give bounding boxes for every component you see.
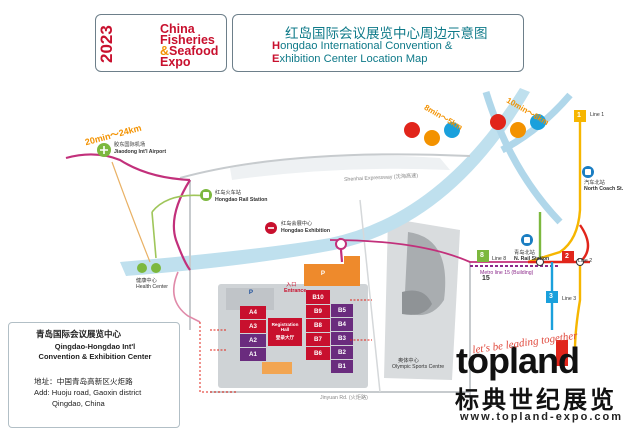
address-en-2: Qingdao, China (52, 399, 105, 408)
hall-a4-shape (240, 306, 266, 319)
huoju-road-label: Jinyuan Rd. (火炬路) (320, 395, 368, 401)
city-icon-1 (404, 122, 420, 138)
hall-a3: A3 (249, 323, 257, 330)
title-en-line2: xhibition Center Location Map (279, 53, 428, 65)
city-icon-5 (510, 122, 526, 138)
hall-a4: A4 (249, 309, 257, 316)
airport-label-en: Jiaodong Int'l Airport (114, 149, 167, 155)
hall-b7: B7 (314, 336, 322, 343)
line2-num: 2 (565, 253, 569, 260)
logo-panel (95, 14, 227, 72)
brand-line-1: China (160, 22, 195, 36)
address-cn: 地址：中国青岛高新区火炬路 (34, 377, 133, 386)
venue-name-en-1: Qingdao-Hongdao Int'l (54, 342, 136, 351)
route-line15 (329, 239, 560, 263)
health-center-icon (151, 263, 161, 273)
hall-a1: A1 (249, 351, 257, 358)
expo-year: 2023 (97, 25, 116, 63)
entrance-label-cn: 入口 (286, 282, 297, 288)
health-label-cn: 健康中心 (136, 278, 157, 284)
sports-label-cn: 奥体中心 (398, 358, 419, 364)
line8-num: 8 (480, 252, 484, 259)
registration-hall: Registration Hall (271, 322, 299, 332)
airport-label-cn: 胶东国际机场 (114, 142, 146, 148)
line2-badge (562, 251, 574, 263)
title-en-line1: ongdao International Convention & (280, 40, 453, 52)
line15-label: Metro line 15 (Building) (480, 270, 534, 276)
line15-num: 15 (482, 275, 490, 282)
hall-b5: B5 (338, 307, 346, 314)
hall-b4: B4 (338, 321, 346, 328)
city-icon-6 (530, 114, 546, 130)
coach-label-cn: 汽车北站 (584, 180, 605, 186)
entrance-label: Entrance (284, 288, 307, 294)
line8-label: Line 8 (492, 256, 507, 262)
line3-num: 3 (549, 293, 553, 300)
exhibition-label-en: Hongdao Exhibition (281, 228, 330, 234)
venue-name-en: Qingdao-Hongdao Int'l Convention & Exhib… (20, 342, 170, 362)
line8-badge (477, 250, 489, 262)
venue-name-cn: 青岛国际会议展览中心 (36, 330, 122, 340)
hall-b9: B9 (314, 308, 322, 315)
line1-label: Line 1 (590, 112, 605, 118)
north-station-label-cn: 青岛北站 (514, 250, 535, 256)
hall-b1: B1 (338, 363, 346, 370)
line3-label: Line 3 (562, 296, 577, 302)
line2-label: Line 2 (578, 258, 593, 264)
sports-label-en: Olympic Sports Centre (392, 364, 445, 370)
watermark-h-block (556, 340, 568, 366)
address-en-1: Add: Huoju road, Gaoxin district (34, 388, 142, 397)
title-cap-h: H (272, 40, 281, 52)
hall-b6: B6 (314, 350, 322, 357)
hall-a2: A2 (249, 337, 257, 344)
expressway-road (179, 153, 471, 179)
rail-label-en: Hongdao Rail Station (215, 197, 268, 203)
line1-num: 1 (577, 112, 581, 119)
hall-b3: B3 (338, 335, 346, 342)
hall-b2: B2 (338, 349, 346, 356)
watermark-brand: topland (456, 340, 580, 381)
city-icon-3 (444, 122, 460, 138)
line3-badge (546, 291, 558, 303)
expo-brand: China Fisheries &Seafood Expo (160, 22, 219, 69)
venue-info-panel (8, 322, 180, 428)
brand-line-3: & (160, 44, 170, 58)
brand-line-5: Expo (160, 55, 191, 69)
watermark-brand-cn: 标典世纪展览 (455, 386, 617, 414)
map-title-en: Hongdao International Convention & Exhib… (272, 40, 452, 66)
highway-band (120, 88, 530, 276)
watermark-url: www.topland-expo.com (460, 411, 624, 423)
coach-label-en: North Coach St. (584, 186, 624, 192)
parking-marker-2: P (320, 270, 326, 277)
venue-address: 地址：中国青岛高新区火炬路 Add: Huoju road, Gaoxin di… (34, 376, 141, 409)
rail-label-cn: 红岛火车站 (215, 190, 241, 196)
metro-line1 (527, 110, 582, 264)
north-station-label-en: N. Rail Station (514, 256, 550, 262)
hall-b8: B8 (314, 322, 322, 329)
exhibition-label-cn: 红岛会展中心 (281, 221, 313, 227)
city-icon-4 (490, 114, 506, 130)
city-icon-2 (424, 130, 440, 146)
title-cap-e: E (272, 53, 280, 65)
route-airport (65, 153, 191, 182)
health-label-en: Health Center (136, 284, 169, 290)
brand-line-4: Seafood (169, 44, 219, 58)
line1-badge (574, 110, 586, 122)
map-title-cn: 红岛国际会议展览中心周边示意图 (285, 26, 488, 42)
venue-name-en-2: Convention & Exhibition Center (38, 352, 152, 361)
parking-marker-1: P (248, 289, 254, 296)
brand-line-2: Fisheries (160, 33, 215, 47)
registration-hall-cn: 登录大厅 (275, 335, 295, 340)
hall-b10: B10 (312, 294, 324, 301)
exhibition-marker (335, 238, 347, 250)
title-panel (232, 14, 524, 72)
